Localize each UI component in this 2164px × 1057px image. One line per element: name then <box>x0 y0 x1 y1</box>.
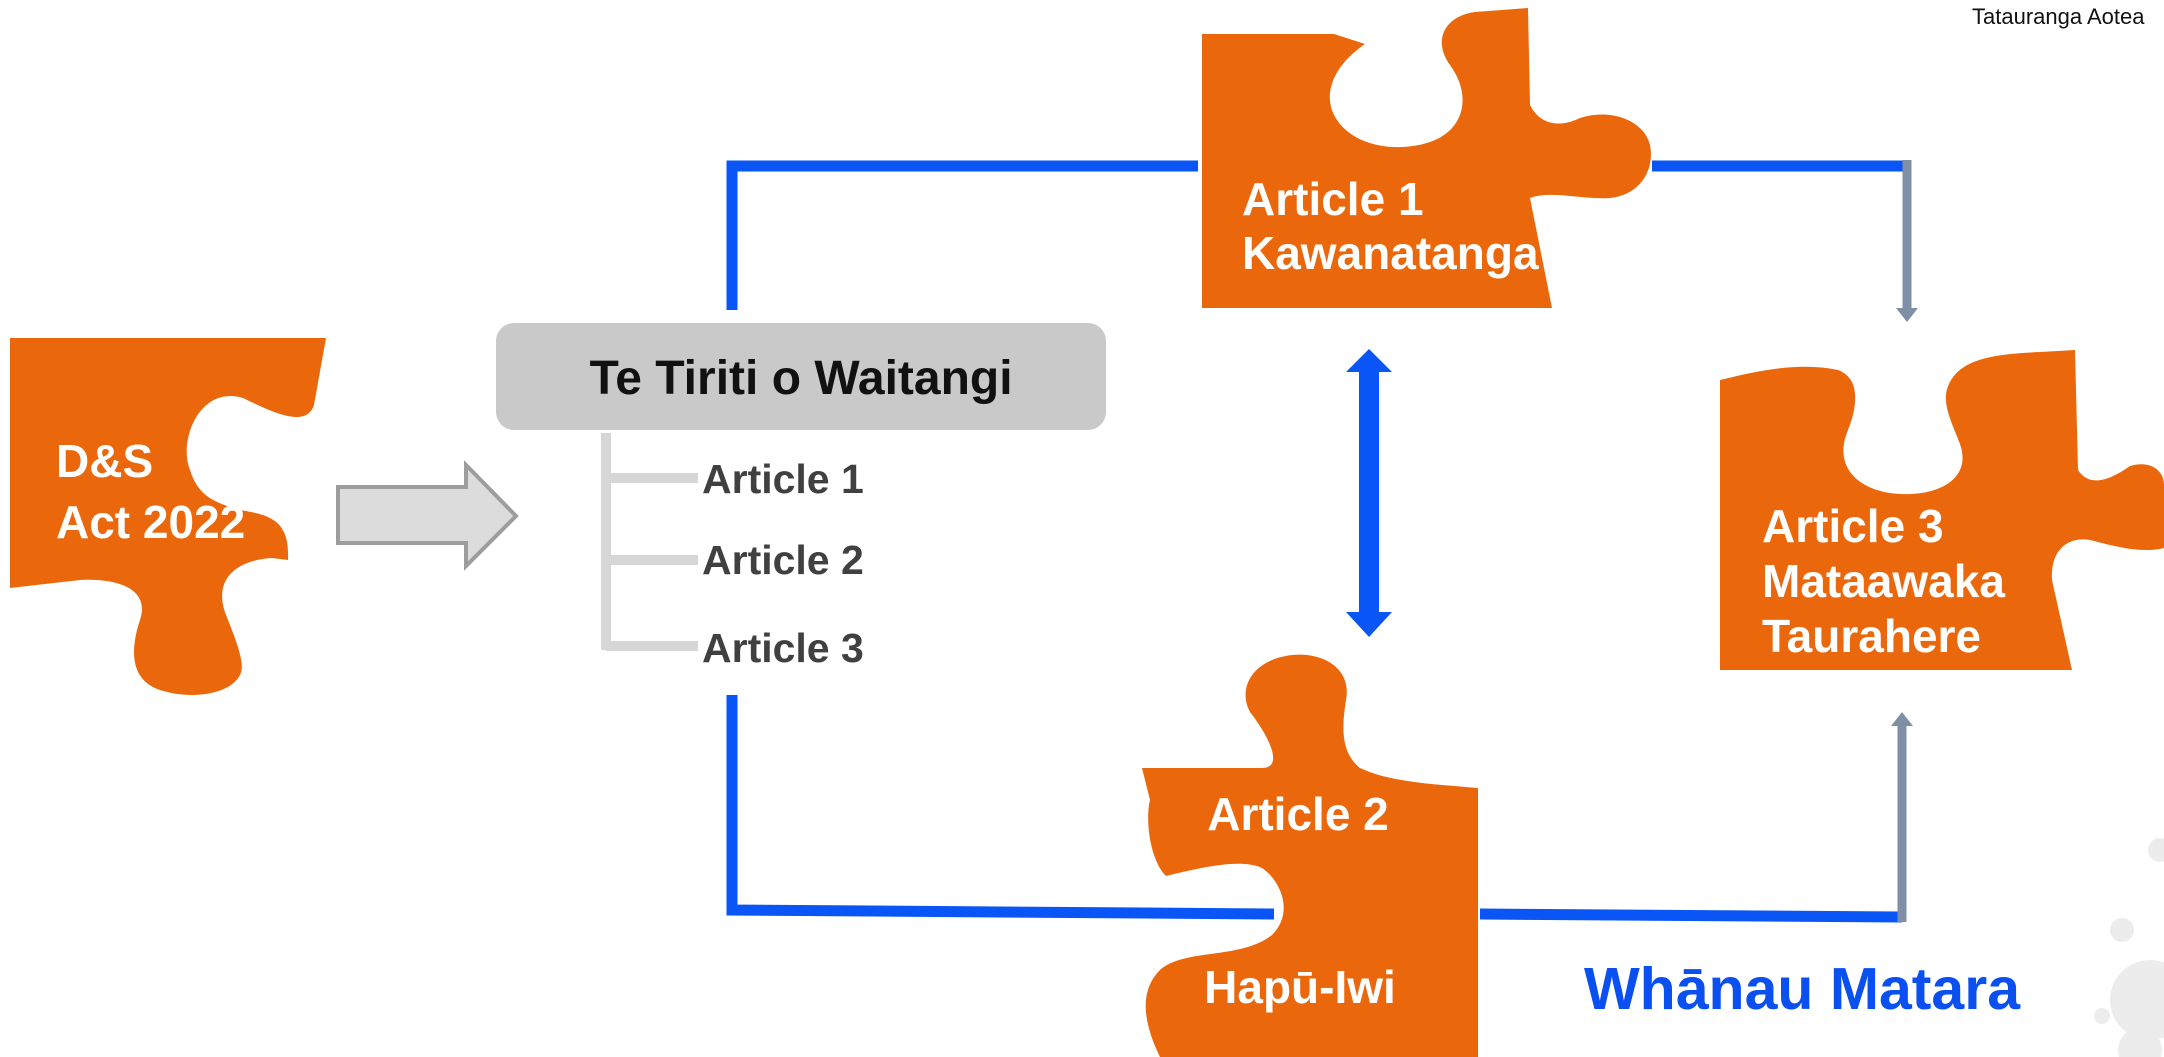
ds-act-line1: D&S <box>56 435 153 487</box>
puzzle-piece-ds-act <box>10 338 326 695</box>
puzzle-piece-article-1 <box>1202 8 1651 308</box>
whanau-matara-caption: Whānau Matara <box>1584 956 2021 1022</box>
connector-bottom-right <box>1479 908 1903 923</box>
decorative-dots <box>2094 838 2164 1057</box>
article2-line1: Article 2 <box>1207 788 1389 840</box>
article1-line1: Article 1 <box>1242 173 1424 225</box>
article3-line3: Taurahere <box>1762 610 1981 662</box>
down-arrow-grey <box>1896 160 1918 322</box>
article1-line2: Kawanatanga <box>1242 227 1539 279</box>
double-arrow-blue <box>1346 349 1392 637</box>
blue-connectors <box>726 160 1907 923</box>
puzzle-piece-article-3 <box>1720 350 2164 670</box>
right-arrow-grey <box>336 460 519 571</box>
up-arrow-grey <box>1891 712 1913 922</box>
article3-line1: Article 3 <box>1762 500 1944 552</box>
article2-line2: Hapū-Iwi <box>1204 961 1396 1013</box>
treaty-title: Te Tiriti o Waitangi <box>589 352 1012 405</box>
ds-act-line2: Act 2022 <box>56 496 245 548</box>
treaty-tree-lines <box>601 433 698 651</box>
treaty-title-box <box>496 323 1106 430</box>
connector-top-left <box>726 160 1198 310</box>
corner-label: Tatauranga Aotea <box>1972 4 2145 29</box>
article3-line2: Mataawaka <box>1762 555 2005 607</box>
treaty-article-3: Article 3 <box>702 625 864 671</box>
treaty-article-2: Article 2 <box>702 537 864 583</box>
treaty-article-1: Article 1 <box>702 456 864 502</box>
connector-bottom-left <box>726 695 1275 920</box>
puzzle-piece-article-2 <box>1142 654 1478 1057</box>
